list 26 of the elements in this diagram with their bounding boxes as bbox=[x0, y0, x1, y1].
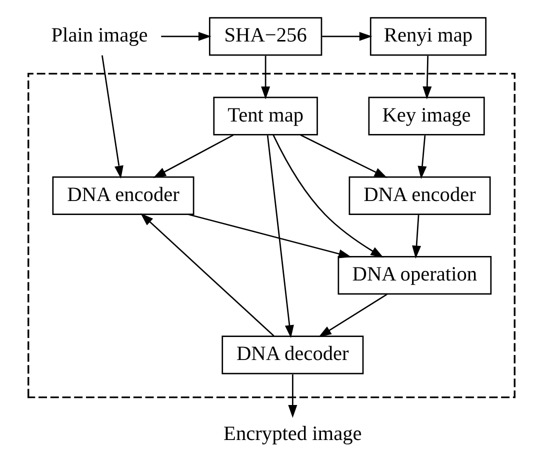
arrow bbox=[418, 135, 427, 179]
arrow bbox=[101, 55, 124, 179]
arrow bbox=[422, 56, 432, 100]
node-box: Key image bbox=[368, 96, 485, 136]
arrow bbox=[266, 135, 294, 338]
cluster bbox=[28, 72, 516, 398]
arrow bbox=[153, 134, 234, 178]
node-box: DNA encoder bbox=[348, 176, 491, 215]
node-box: DNA encoder bbox=[52, 176, 194, 215]
arrow bbox=[318, 294, 388, 338]
node-box: Renyi map bbox=[370, 17, 487, 56]
arrow bbox=[188, 214, 352, 258]
node-text: Encrypted image bbox=[224, 422, 362, 445]
node-box: SHA−256 bbox=[208, 17, 322, 56]
arrow bbox=[272, 134, 384, 258]
arrow bbox=[300, 134, 388, 178]
node-box: DNA operation bbox=[338, 256, 492, 295]
node-box: DNA decoder bbox=[222, 336, 364, 374]
arrow bbox=[412, 215, 422, 259]
arrow bbox=[288, 374, 298, 418]
arrow bbox=[261, 56, 270, 100]
node-text: Plain image bbox=[51, 24, 148, 47]
arrow bbox=[161, 32, 212, 41]
arrow bbox=[322, 32, 372, 41]
arrow bbox=[140, 213, 274, 336]
node-box: Tent map bbox=[213, 96, 318, 136]
